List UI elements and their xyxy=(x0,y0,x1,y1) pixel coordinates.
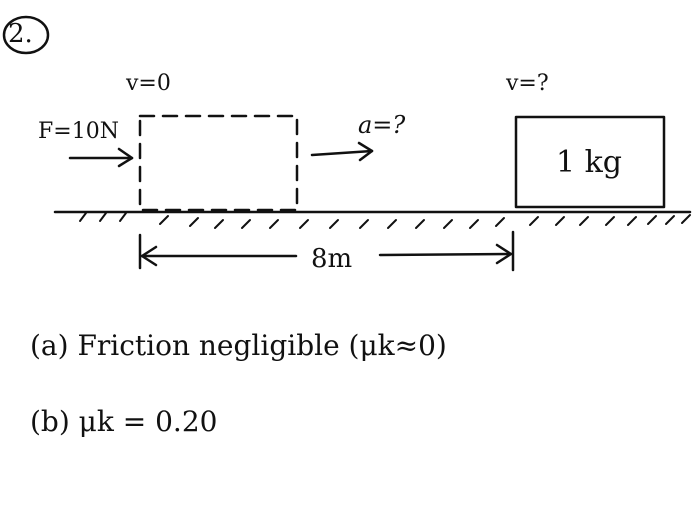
distance-dimension-line xyxy=(138,230,515,272)
problem-number: 2. xyxy=(8,19,33,49)
final-position-box xyxy=(514,115,666,209)
initial-velocity-label: v=0 xyxy=(126,71,171,96)
distance-label: 8m xyxy=(311,244,353,274)
force-label: F=10N xyxy=(38,119,119,144)
final-velocity-label: v=? xyxy=(506,71,549,96)
mass-label: 1 kg xyxy=(556,145,623,180)
part-a-text: (a) Friction negligible (μk≈0) xyxy=(30,329,447,362)
force-arrow xyxy=(68,147,134,168)
acceleration-label: a=? xyxy=(358,111,406,139)
ground-hatching xyxy=(79,212,691,229)
part-b-text: (b) μk = 0.20 xyxy=(30,405,218,438)
initial-position-box xyxy=(138,114,299,212)
problem-number-circle xyxy=(2,15,50,55)
acceleration-arrow xyxy=(310,141,374,162)
